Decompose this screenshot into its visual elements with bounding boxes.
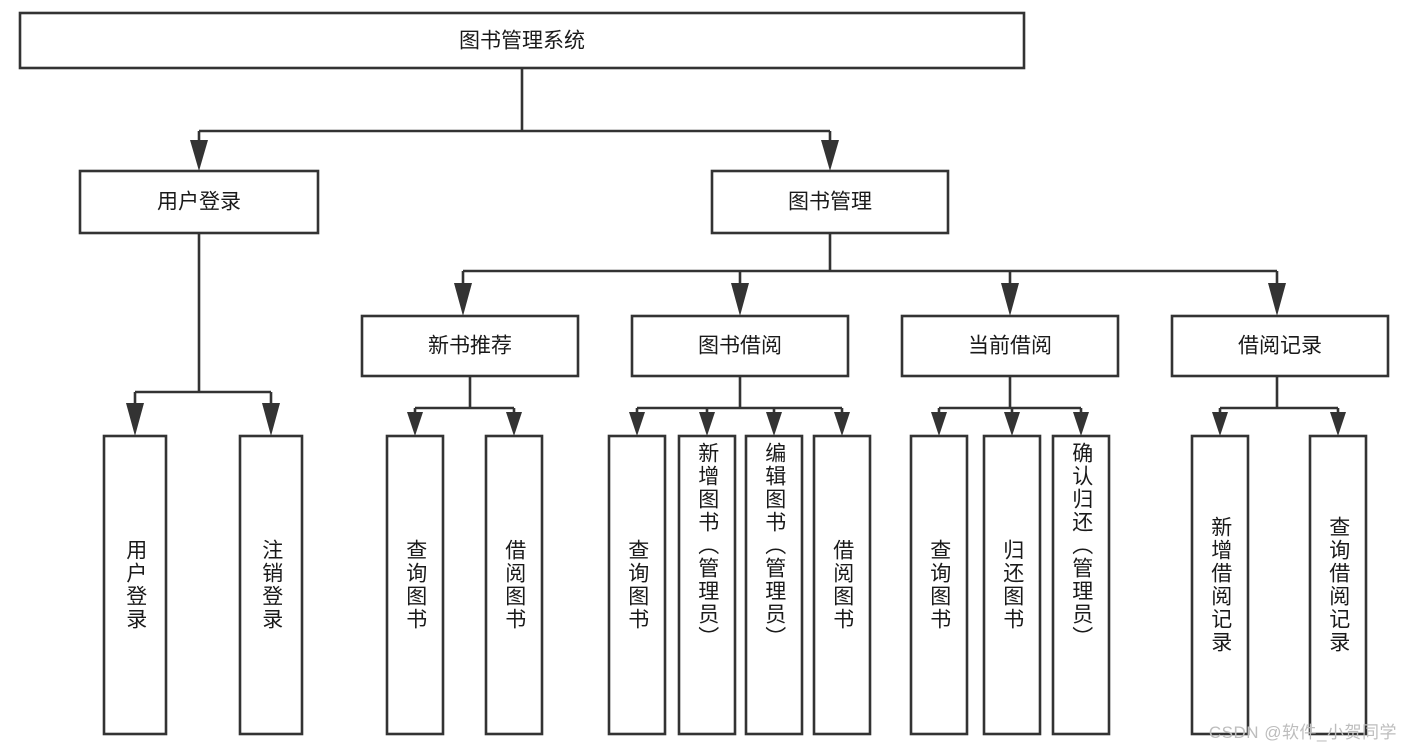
arrow-head-leaf-user-login <box>126 403 144 436</box>
node-book-borrow-box[interactable] <box>630 314 850 378</box>
node-book-management[interactable]: 图书管理 <box>710 169 950 235</box>
node-root-label: 图书管理系统 <box>459 30 585 53</box>
arrow-head-leaf-query-borrow-record <box>1330 412 1346 436</box>
node-new-book-recommend-label: 新书推荐 <box>428 335 512 358</box>
node-root-box[interactable] <box>18 11 1026 70</box>
arrow-head-leaf-query-book-rec <box>407 412 423 436</box>
node-new-book-recommend-box[interactable] <box>360 314 580 378</box>
arrow-head-leaf-add-book-admin <box>699 412 715 436</box>
arrow-head-leaf-edit-book-admin <box>766 412 782 436</box>
node-leaf-add-book-admin-box[interactable] <box>677 434 737 736</box>
arrow-head-leaf-return-book <box>1004 412 1020 436</box>
node-leaf-add-borrow-record-box[interactable] <box>1190 434 1250 736</box>
connector-group-book-management <box>454 233 1286 316</box>
node-leaf-return-book-box[interactable] <box>982 434 1042 736</box>
node-borrow-record-box[interactable] <box>1170 314 1390 378</box>
node-user-login-box[interactable] <box>78 169 320 235</box>
node-leaf-borrow-book-rec-box[interactable] <box>484 434 544 736</box>
arrow-head-book-management <box>821 140 839 171</box>
node-leaf-edit-book-admin-box[interactable] <box>744 434 804 736</box>
connector-group-root <box>190 68 839 171</box>
connector-group-book-borrow <box>629 376 850 436</box>
node-new-book-recommend[interactable]: 新书推荐 <box>360 314 580 378</box>
node-current-borrow[interactable]: 当前借阅 <box>900 314 1120 378</box>
arrow-head-user-login <box>190 140 208 171</box>
arrow-head-book-borrow <box>731 283 749 316</box>
arrow-head-current-borrow <box>1001 283 1019 316</box>
node-book-borrow-label: 图书借阅 <box>698 335 782 358</box>
node-user-login-label: 用户登录 <box>157 191 241 214</box>
csdn-watermark: CSDN @软件_小贺同学 <box>1208 723 1397 742</box>
node-leaf-borrow-book-box[interactable] <box>812 434 872 736</box>
node-book-management-label: 图书管理 <box>788 191 872 214</box>
node-borrow-record-label: 借阅记录 <box>1238 335 1322 358</box>
arrow-head-leaf-query-book-current <box>931 412 947 436</box>
node-borrow-record[interactable]: 借阅记录 <box>1170 314 1390 378</box>
node-book-management-box[interactable] <box>710 169 950 235</box>
node-root[interactable]: 图书管理系统 <box>18 11 1026 70</box>
node-user-login[interactable]: 用户登录 <box>78 169 320 235</box>
arrow-head-leaf-confirm-return-admin <box>1073 412 1089 436</box>
node-leaf-confirm-return-admin-box[interactable] <box>1051 434 1111 736</box>
node-leaf-query-book-borrow-box[interactable] <box>607 434 667 736</box>
node-leaf-query-book-rec-box[interactable] <box>385 434 445 736</box>
node-current-borrow-label: 当前借阅 <box>968 335 1052 358</box>
connector-group-new-book-recommend <box>407 376 522 436</box>
leaf-boxes-group <box>102 434 1368 736</box>
arrow-head-leaf-borrow-book <box>834 412 850 436</box>
arrow-head-leaf-query-book-borrow <box>629 412 645 436</box>
connector-group-current-borrow <box>931 376 1089 436</box>
arrow-head-leaf-user-logout <box>262 403 280 436</box>
node-leaf-user-login-box[interactable] <box>102 434 168 736</box>
node-leaf-query-borrow-record-box[interactable] <box>1308 434 1368 736</box>
node-current-borrow-box[interactable] <box>900 314 1120 378</box>
node-leaf-user-logout-box[interactable] <box>238 434 304 736</box>
node-leaf-query-book-current-box[interactable] <box>909 434 969 736</box>
connector-group-user-login <box>126 233 280 436</box>
arrow-head-new-book-recommend <box>454 283 472 316</box>
connector-group-borrow-record <box>1212 376 1346 436</box>
arrow-head-leaf-borrow-book-rec <box>506 412 522 436</box>
node-book-borrow[interactable]: 图书借阅 <box>630 314 850 378</box>
arrow-head-leaf-add-borrow-record <box>1212 412 1228 436</box>
arrow-head-borrow-record <box>1268 283 1286 316</box>
